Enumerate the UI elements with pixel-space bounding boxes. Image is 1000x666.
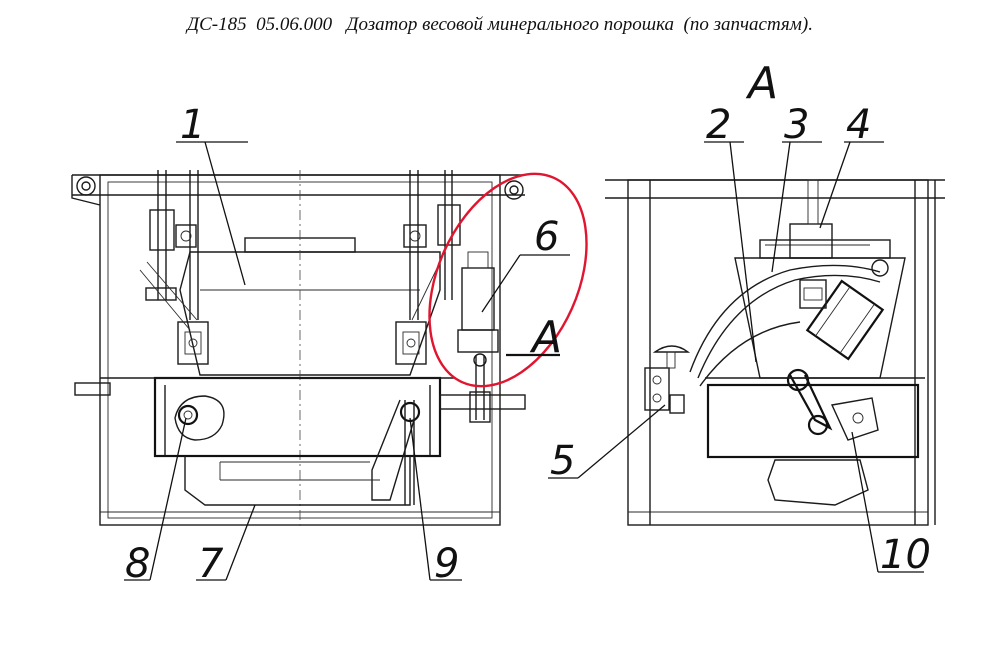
view-label: А	[745, 58, 778, 109]
drawing-title: ДС-185 05.06.000 Дозатор весовой минерал…	[187, 14, 813, 35]
callout-3: 3	[784, 102, 809, 148]
callout-4: 4	[846, 102, 871, 148]
right-lifting-lug	[504, 180, 524, 200]
callout-7: 7	[198, 541, 224, 587]
sensor-assembly	[461, 267, 495, 331]
discharge-gate	[184, 456, 411, 506]
front-view	[71, 170, 526, 530]
callout-9: 9	[434, 541, 459, 587]
left-bearing	[174, 395, 225, 441]
pneumatic-cylinder	[805, 279, 885, 361]
hopper-body	[179, 251, 441, 376]
callout-1: 1	[180, 102, 205, 148]
left-load-cell	[177, 321, 209, 365]
hoses	[689, 264, 881, 373]
callout-5: 5	[550, 438, 575, 484]
side-container	[706, 383, 920, 459]
highlight-ellipse	[428, 172, 588, 388]
callout-2: 2	[706, 102, 731, 148]
bracket	[830, 397, 879, 441]
side-view	[605, 179, 945, 526]
left-lifting-lug	[76, 176, 96, 196]
top-block	[789, 223, 833, 259]
callout-6: 6	[534, 214, 559, 260]
right-load-cell	[395, 321, 427, 365]
callout-8: 8	[125, 541, 150, 587]
callout-10: 10	[880, 532, 931, 578]
fitting-block	[644, 367, 670, 411]
